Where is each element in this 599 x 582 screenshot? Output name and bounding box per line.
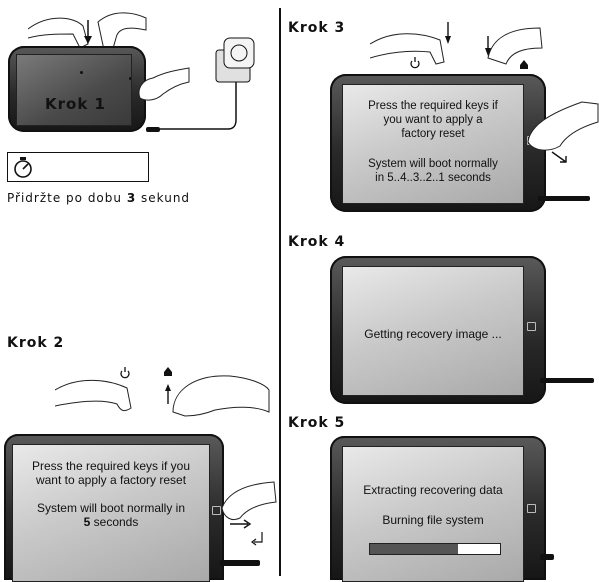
- screen-line: Press the required keys if you: [31, 459, 191, 473]
- hold-instruction: Přidržte po dobu 3 sekund: [7, 191, 190, 205]
- home-icon: [164, 367, 172, 376]
- status-message: Burning file system: [382, 513, 484, 527]
- step-1-screen-label: Krok 1: [45, 95, 106, 113]
- screen-line: Press the required keys if: [368, 100, 498, 112]
- hand-icon: [370, 22, 543, 69]
- usb-plug: [538, 196, 590, 201]
- screen-line: want to apply a factory reset: [35, 473, 187, 487]
- screen-line: you want to apply a: [383, 114, 483, 126]
- tablet-screen: Getting recovery image ...: [342, 266, 524, 396]
- led-dot: [80, 71, 83, 74]
- column-divider: [279, 8, 281, 576]
- step-3-heading: Krok 3: [288, 20, 346, 36]
- step-2-heading: Krok 2: [7, 335, 65, 351]
- home-icon: [520, 60, 528, 69]
- screen-line: System will boot normally: [368, 158, 498, 170]
- tablet-screen: Krok 1: [16, 54, 132, 126]
- progress-bar: [369, 543, 501, 555]
- screen-line: in 5..4..3..2..1 seconds: [375, 172, 491, 184]
- hold-prefix: Přidržte po dobu: [7, 191, 127, 205]
- hand-icon: [55, 375, 270, 417]
- tablet-device: Extracting recovering data Burning file …: [330, 436, 546, 582]
- countdown-suffix: seconds: [90, 515, 139, 529]
- status-message: Extracting recovering data: [363, 483, 503, 497]
- home-button: [527, 322, 536, 331]
- status-message: Getting recovery image ...: [364, 327, 502, 341]
- arrow-up-icon: [165, 384, 171, 404]
- power-adapter-icon: [160, 37, 255, 130]
- stopwatch-icon: [14, 157, 32, 178]
- step-4-heading: Krok 4: [288, 234, 346, 250]
- arrow-down-icon: [485, 36, 491, 56]
- hold-seconds: 3: [126, 191, 137, 205]
- arrow-down-icon: [84, 20, 92, 44]
- hand-icon: [28, 12, 147, 53]
- tablet-screen: Extracting recovering data Burning file …: [342, 446, 524, 582]
- home-button: [212, 506, 221, 515]
- usb-plug: [540, 378, 594, 383]
- hand-icon: [138, 67, 190, 101]
- power-icon: [120, 367, 130, 379]
- screen-line: factory reset: [401, 128, 465, 140]
- tablet-device: Press the required keys if you want to a…: [330, 74, 546, 212]
- arrow-down-icon: [445, 22, 451, 44]
- tablet-device: Getting recovery image ...: [330, 256, 546, 404]
- usb-plug: [146, 127, 160, 132]
- home-button: [527, 504, 536, 513]
- countdown-line: 5 seconds: [13, 515, 209, 529]
- hold-suffix: sekund: [136, 191, 191, 205]
- tablet-screen: Press the required keys if you want to a…: [342, 84, 524, 204]
- tablet-device: Krok 1: [8, 46, 146, 132]
- progress-fill: [370, 544, 459, 554]
- hand-icon: [527, 101, 599, 163]
- tablet-screen: Press the required keys if you want to a…: [12, 444, 210, 582]
- countdown-value: 5: [83, 515, 91, 529]
- usb-plug: [220, 560, 260, 566]
- screen-line: System will boot normally in: [36, 501, 186, 515]
- usb-plug: [540, 554, 554, 560]
- step-5-heading: Krok 5: [288, 415, 346, 431]
- timer-box: [7, 152, 149, 182]
- tablet-device: Press the required keys if you want to a…: [4, 434, 224, 582]
- power-icon: [410, 57, 420, 69]
- led-dot: [129, 77, 131, 80]
- hand-icon: [221, 481, 277, 546]
